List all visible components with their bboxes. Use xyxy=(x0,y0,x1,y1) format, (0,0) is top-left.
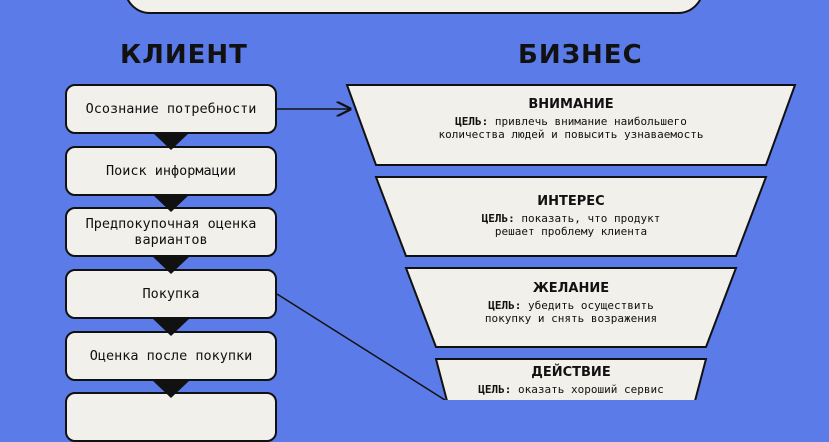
client-step-search: Поиск информации xyxy=(65,146,277,196)
funnel-stage-attention: ВНИМАНИЕ ЦЕЛЬ: привлечь внимание наиболь… xyxy=(420,97,722,142)
connector-lines xyxy=(276,0,446,400)
down-arrow-icon xyxy=(152,256,190,274)
down-arrow-icon xyxy=(152,194,190,212)
business-column-title: БИЗНЕС xyxy=(518,40,643,70)
client-step-post-purchase: Оценка после покупки xyxy=(65,331,277,381)
funnel-stage-title: ВНИМАНИЕ xyxy=(528,97,614,112)
client-step-evaluation: Предпокупочная оценка вариантов xyxy=(65,207,277,257)
funnel-stage-goal: ЦЕЛЬ: привлечь внимание наибольшего коли… xyxy=(438,115,704,142)
funnel-stage-title: ДЕЙСТВИЕ xyxy=(531,365,611,380)
funnel-stage-attention-shape xyxy=(345,84,797,166)
client-step-awareness: Осознание потребности xyxy=(65,84,277,134)
funnel-stage-title: ЖЕЛАНИЕ xyxy=(532,281,610,296)
funnel-stage-action: ДЕЙСТВИЕ ЦЕЛЬ: оказать хороший сервис xyxy=(460,365,682,396)
down-arrow-icon xyxy=(152,132,190,150)
client-column-title: КЛИЕНТ xyxy=(120,40,248,70)
funnel-stage-desire: ЖЕЛАНИЕ ЦЕЛЬ: убедить осуществить покупк… xyxy=(470,281,672,326)
down-arrow-icon xyxy=(152,318,190,336)
funnel-stage-goal: ЦЕЛЬ: оказать хороший сервис xyxy=(478,383,664,396)
funnel-stage-goal: ЦЕЛЬ: показать, что продукт решает пробл… xyxy=(481,212,661,239)
funnel-stage-interest: ИНТЕРЕС ЦЕЛЬ: показать, что продукт реша… xyxy=(460,194,682,239)
funnel-stage-title: ИНТЕРЕС xyxy=(537,194,605,209)
funnel-stage-interest-shape xyxy=(374,176,768,257)
funnel-shapes xyxy=(345,84,797,400)
line-purchase-to-action xyxy=(276,293,446,400)
down-arrow-icon xyxy=(152,380,190,398)
funnel-stage-desire-shape xyxy=(404,267,738,348)
funnel-stage-goal: ЦЕЛЬ: убедить осуществить покупку и снят… xyxy=(484,299,658,326)
